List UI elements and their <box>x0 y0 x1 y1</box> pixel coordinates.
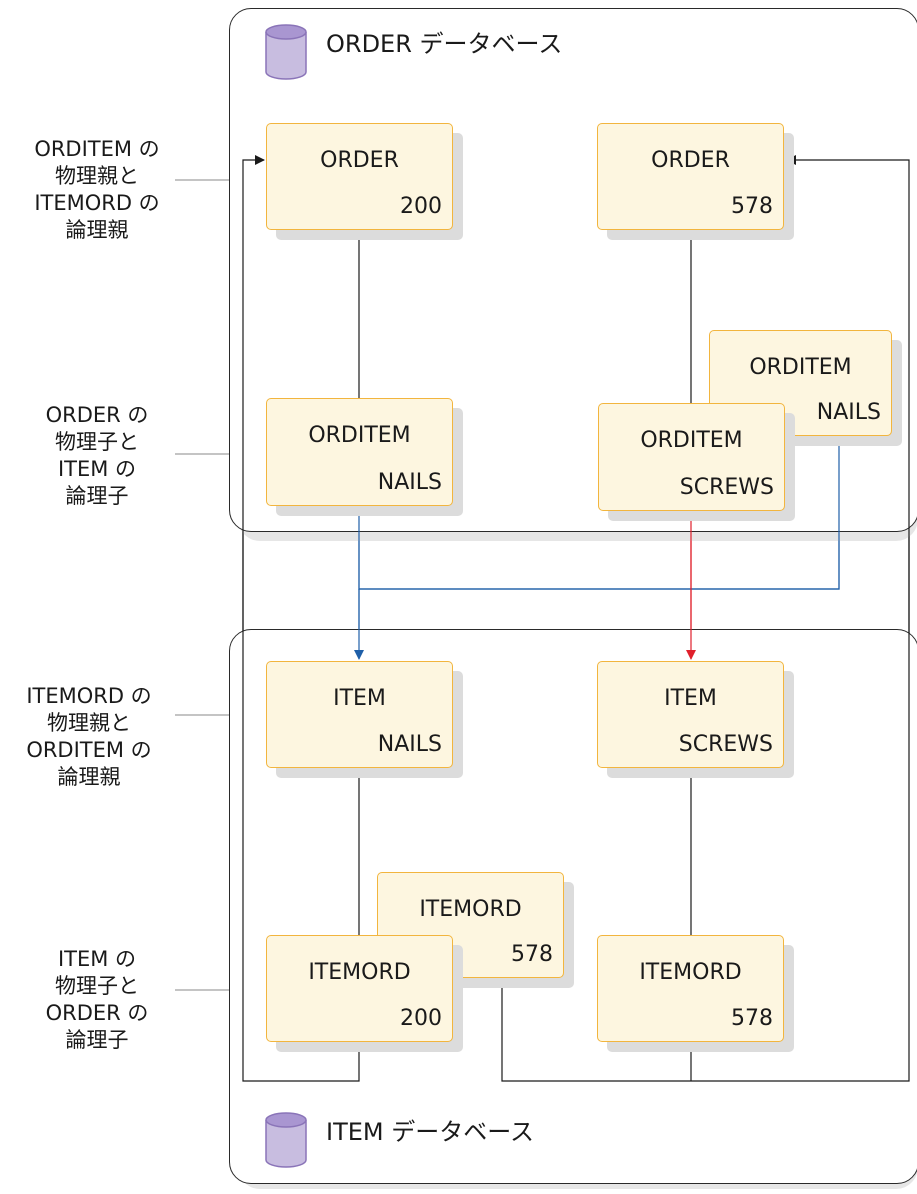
label-line: 物理子と <box>55 430 139 454</box>
itemord200-pointer-line-front <box>242 155 360 1082</box>
label-line: 物理親と <box>47 711 131 735</box>
label-line: ORDER の <box>45 1001 149 1025</box>
segment-key: 578 <box>731 1006 773 1031</box>
segment-name: ORDITEM <box>308 423 411 448</box>
segment-key: NAILS <box>377 470 442 495</box>
segment-name: ITEM <box>333 686 386 711</box>
label-order-child: ORDER の 物理子と ITEM の 論理子 <box>22 402 172 510</box>
segment-key: 200 <box>400 1006 442 1031</box>
item-database-title: ITEM データベース <box>326 1118 535 1146</box>
label-line: ITEM の <box>57 457 137 481</box>
segment-name: ORDER <box>651 148 730 173</box>
label-line: ITEMORD の <box>34 191 160 215</box>
order-578-segment: ORDER 578 <box>597 123 784 230</box>
label-line: 物理親と <box>55 164 139 188</box>
segment-key: SCREWS <box>678 732 773 757</box>
segment-key: 578 <box>511 942 553 967</box>
segment-key: 578 <box>731 194 773 219</box>
label-line: 論理子 <box>65 484 129 508</box>
itemord-578-segment: ITEMORD 578 <box>597 935 784 1042</box>
segment-name: ORDER <box>320 148 399 173</box>
order-database-title: ORDER データベース <box>326 30 563 58</box>
segment-name: ITEMORD <box>308 960 411 985</box>
segment-name: ITEMORD <box>639 960 742 985</box>
label-line: ORDER の <box>45 403 149 427</box>
label-line: ITEM の <box>57 947 137 971</box>
label-line: 論理親 <box>65 218 129 242</box>
label-itemord-parent: ITEMORD の 物理親と ORDITEM の 論理親 <box>6 683 172 791</box>
order-database-cylinder-icon <box>265 24 307 80</box>
segment-name: ORDITEM <box>640 428 743 453</box>
label-line: 論理親 <box>57 765 121 789</box>
label-line: 論理子 <box>65 1028 129 1052</box>
item-screws-segment: ITEM SCREWS <box>597 661 784 768</box>
orditem-screws-segment: ORDITEM SCREWS <box>598 403 785 511</box>
label-line: ITEMORD の <box>26 684 152 708</box>
segment-key: SCREWS <box>679 475 774 500</box>
segment-name: ITEMORD <box>419 897 522 922</box>
orditem-nails-segment: ORDITEM NAILS <box>266 398 453 506</box>
label-line: ORDITEM の <box>34 137 160 161</box>
label-line: 物理子と <box>55 974 139 998</box>
segment-key: NAILS <box>377 732 442 757</box>
order-200-segment: ORDER 200 <box>266 123 453 230</box>
segment-key: 200 <box>400 194 442 219</box>
label-item-child: ITEM の 物理子と ORDER の 論理子 <box>22 946 172 1054</box>
segment-name: ITEM <box>664 686 717 711</box>
itemord-200-segment: ITEMORD 200 <box>266 935 453 1042</box>
segment-key: NAILS <box>816 400 881 425</box>
item-nails-segment: ITEM NAILS <box>266 661 453 768</box>
label-orditem-parent: ORDITEM の 物理親と ITEMORD の 論理親 <box>22 136 172 244</box>
segment-name: ORDITEM <box>749 355 852 380</box>
label-line: ORDITEM の <box>26 738 152 762</box>
itemord578-pointer-line-front <box>501 155 910 1082</box>
item-database-cylinder-icon <box>265 1112 307 1168</box>
nails-pointer-line-front <box>358 438 840 590</box>
